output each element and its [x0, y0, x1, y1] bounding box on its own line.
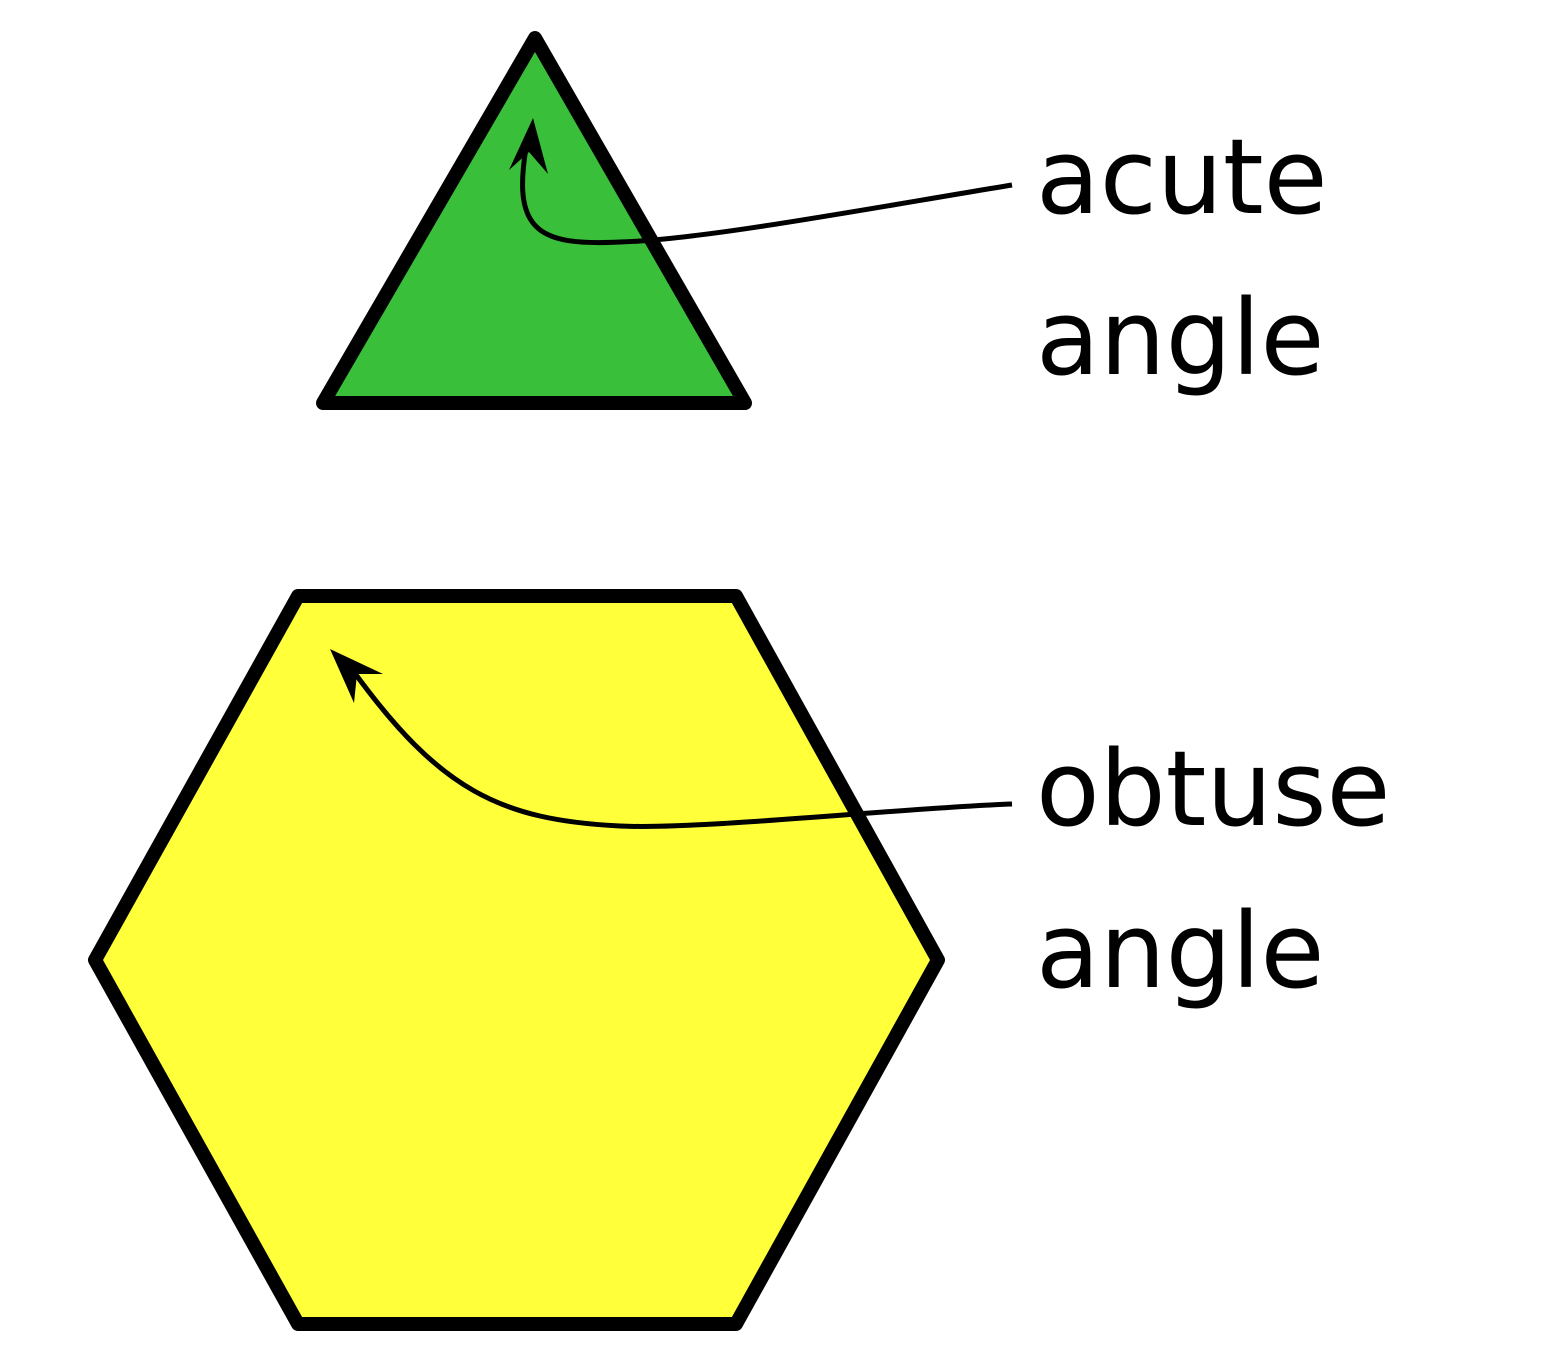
- acute-label-line2: angle: [1036, 277, 1325, 399]
- obtuse-angle-arrow: [330, 649, 1013, 829]
- acute-label-line1: acute: [1036, 116, 1328, 238]
- obtuse-label-line1: obtuse: [1036, 728, 1391, 850]
- acute-arrowhead-icon: [509, 118, 548, 174]
- obtuse-arrowhead-icon: [330, 649, 383, 703]
- acute-angle-arrow: [509, 118, 1013, 246]
- obtuse-label-line2: angle: [1036, 890, 1325, 1012]
- hexagon-shape: [88, 589, 945, 1331]
